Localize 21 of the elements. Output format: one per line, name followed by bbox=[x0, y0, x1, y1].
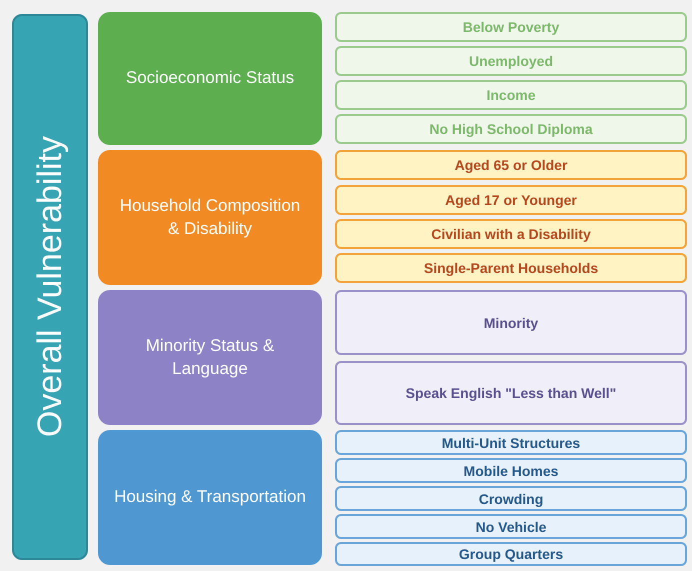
variable-box: Income bbox=[335, 80, 687, 110]
variable-box: No Vehicle bbox=[335, 514, 687, 539]
variable-box: Multi-Unit Structures bbox=[335, 430, 687, 455]
theme-panel: Socioeconomic Status bbox=[98, 12, 322, 145]
title-bar bbox=[12, 14, 88, 560]
theme-panel: Household Composition & Disability bbox=[98, 150, 322, 285]
variable-box: Aged 17 or Younger bbox=[335, 185, 687, 215]
variable-box: Group Quarters bbox=[335, 542, 687, 566]
vertical-title: Overall Vulnerability bbox=[30, 136, 70, 438]
theme-panel: Minority Status & Language bbox=[98, 290, 322, 425]
variable-box: Crowding bbox=[335, 486, 687, 511]
variable-box: Aged 65 or Older bbox=[335, 150, 687, 180]
variable-box: Below Poverty bbox=[335, 12, 687, 42]
variable-box: Civilian with a Disability bbox=[335, 219, 687, 249]
variable-box: Speak English "Less than Well" bbox=[335, 361, 687, 425]
variable-box: No High School Diploma bbox=[335, 114, 687, 144]
variable-box: Single-Parent Households bbox=[335, 253, 687, 283]
variable-box: Minority bbox=[335, 290, 687, 355]
theme-panel: Housing & Transportation bbox=[98, 430, 322, 565]
variable-box: Unemployed bbox=[335, 46, 687, 76]
variable-box: Mobile Homes bbox=[335, 458, 687, 483]
